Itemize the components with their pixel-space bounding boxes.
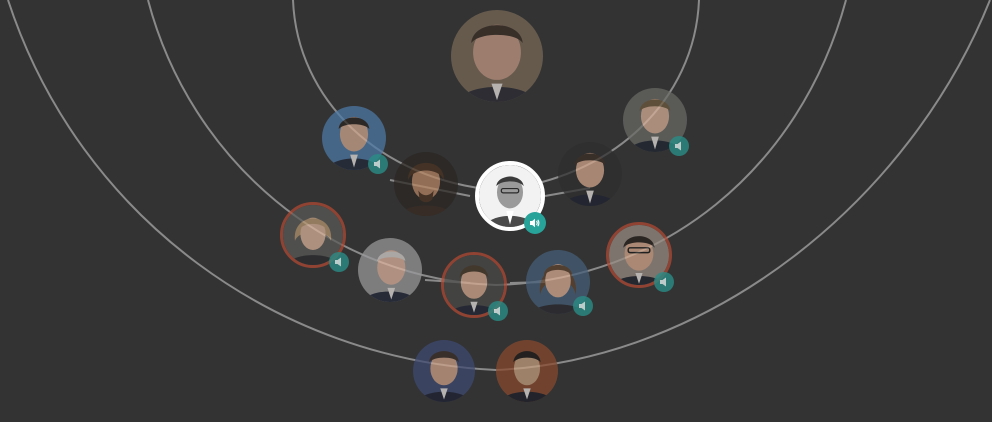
audio-badge[interactable] — [329, 252, 349, 272]
speaker-icon — [579, 301, 585, 311]
avatar — [322, 106, 386, 170]
speaker-icon — [494, 306, 500, 316]
avatar — [496, 340, 558, 402]
avatar — [280, 202, 346, 268]
person-node-right-inner[interactable] — [558, 142, 622, 206]
person-node-middle-right[interactable] — [526, 250, 593, 316]
audio-badge[interactable] — [488, 301, 508, 321]
avatar — [475, 161, 545, 231]
audio-badge-active[interactable] — [524, 212, 546, 234]
audio-badge[interactable] — [654, 272, 674, 292]
avatar — [526, 250, 590, 314]
avatar — [451, 10, 543, 102]
person-node-upper-left[interactable] — [322, 106, 388, 174]
speaker-icon — [675, 141, 681, 151]
person-node-bottom-left[interactable] — [413, 340, 475, 402]
audio-badge[interactable] — [669, 136, 689, 156]
person-node-middle-center[interactable] — [441, 252, 508, 321]
speaker-volume-icon — [530, 218, 540, 228]
audio-badge[interactable] — [573, 296, 593, 316]
avatar — [558, 142, 622, 206]
person-node-center-focus[interactable] — [475, 161, 546, 234]
person-node-top-center[interactable] — [451, 10, 543, 102]
speaker-icon — [374, 159, 380, 169]
person-node-middle-left[interactable] — [358, 238, 422, 302]
person-node-upper-right[interactable] — [623, 88, 689, 156]
avatar — [358, 238, 422, 302]
speaker-icon — [335, 257, 341, 267]
speaker-icon — [660, 277, 666, 287]
person-node-right-outer[interactable] — [606, 222, 674, 292]
audio-badge[interactable] — [368, 154, 388, 174]
person-node-left-outer[interactable] — [280, 202, 349, 272]
person-node-bottom-right[interactable] — [496, 340, 558, 402]
person-node-left-inner[interactable] — [394, 152, 458, 216]
avatar — [394, 152, 458, 216]
avatar — [413, 340, 475, 402]
